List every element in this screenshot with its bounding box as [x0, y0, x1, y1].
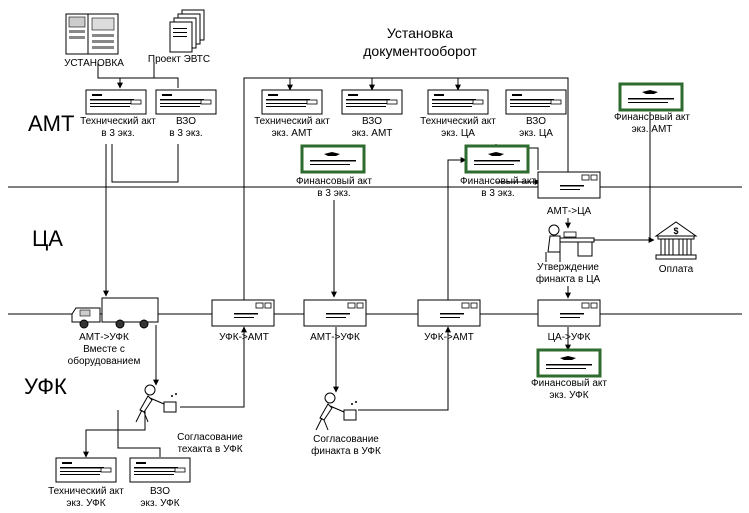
tech-act-ca-doc [427, 89, 489, 115]
label-fin-act-3a-l1: Финансовый акт [296, 176, 372, 187]
envelope-amt-ca [537, 171, 601, 199]
label-truck-l1: АМТ->УФК [79, 332, 129, 343]
label-tech-act-ca-l1: Технический акт [420, 116, 496, 127]
vzo-3-doc [155, 89, 217, 115]
arrow-env3-to-fin [447, 157, 467, 301]
line-env1-up-bracket [243, 77, 569, 301]
label-vzo-ufk-l1: ВЗО [150, 486, 170, 497]
label-vzo-ca-l2: экз. ЦА [519, 128, 553, 139]
fin-act-3b-doc [464, 144, 530, 174]
envelope-amt-ufk [303, 299, 367, 327]
lane-label-amt: АМТ [28, 111, 74, 136]
label-approval-l2: финакта в ЦА [536, 273, 601, 285]
label-soglas-fin-l1: Согласование [313, 434, 379, 445]
line-person-to-ufk-vzo [117, 410, 161, 457]
label-ufk-amt-2: УФК->АМТ [424, 332, 474, 343]
envelope-ca-ufk [537, 299, 601, 327]
arrow-ustanovka-to-docs [97, 62, 123, 89]
envelope-ufk-amt-2 [417, 299, 481, 327]
label-tech-act-amt-l1: Технический акт [254, 116, 330, 127]
label-fin-act-3a-l2: в 3 экз. [317, 188, 350, 199]
server-icon [65, 13, 119, 55]
label-tech-act-3-l1: Технический акт [80, 116, 156, 127]
label-ustanovka: УСТАНОВКА [64, 58, 124, 69]
label-truck-l2: Вместе с [83, 344, 125, 355]
label-fin-act-amt-l2: экз. АМТ [632, 124, 673, 135]
label-tech-act-ca-l2: экз. ЦА [441, 128, 475, 139]
label-soglas-tech-l1: Согласование [177, 432, 243, 443]
diagram-title-line2: документооборот [363, 43, 477, 59]
bank-icon: $ [654, 221, 698, 260]
diagram-title-line1: Установка [387, 25, 453, 41]
label-fin-act-ufk-l2: экз. УФК [549, 390, 588, 401]
lane-label-ca: ЦА [32, 226, 63, 251]
lane-label-ufk: УФК [24, 374, 67, 399]
label-soglas-tech-l2: техакта в УФК [177, 444, 242, 455]
label-vzo-amt-l1: ВЗО [362, 116, 382, 127]
label-fin-act-3b-l1: Финансовый акт [460, 176, 536, 187]
label-vzo-ufk-l2: экз. УФК [140, 498, 179, 509]
label-vzo-3-l2: в 3 экз. [169, 128, 202, 139]
vzo-amt-doc [341, 89, 403, 115]
arrow-person-to-envelope-1 [180, 326, 247, 408]
fin-act-ufk-doc [536, 348, 602, 378]
label-truck-l3: оборудованием [68, 355, 141, 367]
tech-act-ufk-doc [55, 457, 117, 483]
label-soglas-fin-l2: финакта в УФК [311, 445, 381, 457]
label-payment: Оплата [659, 264, 694, 275]
fin-act-amt-doc [618, 82, 684, 112]
person-stamping-icon [135, 384, 177, 423]
label-vzo-amt-l2: экз. АМТ [352, 128, 393, 139]
line-person-to-ufk-tech [85, 410, 146, 456]
tech-act-amt-doc [261, 89, 323, 115]
label-approval-l1: Утверждение [537, 262, 599, 273]
line-to-vzo [120, 77, 179, 88]
label-ufk-amt-1: УФК->АМТ [219, 332, 269, 343]
document-stack-icon [169, 9, 205, 53]
truck-icon [71, 297, 159, 329]
label-fin-act-amt-l1: Финансовый акт [614, 112, 690, 123]
arrow-person2-to-env3 [358, 326, 451, 411]
label-tech-act-ufk-l1: Технический акт [48, 486, 124, 497]
vzo-ufk-doc [129, 457, 191, 483]
label-fin-act-ufk-l1: Финансовый акт [531, 378, 607, 389]
label-vzo-3-l1: ВЗО [176, 116, 196, 127]
person-at-desk-icon [545, 224, 595, 262]
tech-act-3-doc [85, 89, 147, 115]
envelope-ufk-amt-1 [211, 299, 275, 327]
label-tech-act-amt-l2: экз. АМТ [272, 128, 313, 139]
label-amt-ufk: АМТ->УФК [310, 332, 360, 343]
line-docs-join [111, 144, 179, 183]
label-ca-ufk: ЦА->УФК [548, 332, 591, 343]
fin-act-3a-doc [300, 144, 366, 174]
label-vzo-ca-l1: ВЗО [526, 116, 546, 127]
label-tech-act-3-l2: в 3 экз. [101, 128, 134, 139]
label-fin-act-3b-l2: в 3 экз. [481, 188, 514, 199]
person-stamping-icon [315, 392, 357, 431]
label-amt-ca: АМТ->ЦА [547, 206, 592, 217]
svg-text:$: $ [673, 226, 678, 236]
label-proekt-evts: Проект ЭВТС [148, 54, 210, 65]
label-tech-act-ufk-l2: экз. УФК [66, 498, 105, 509]
vzo-ca-doc [505, 89, 567, 115]
